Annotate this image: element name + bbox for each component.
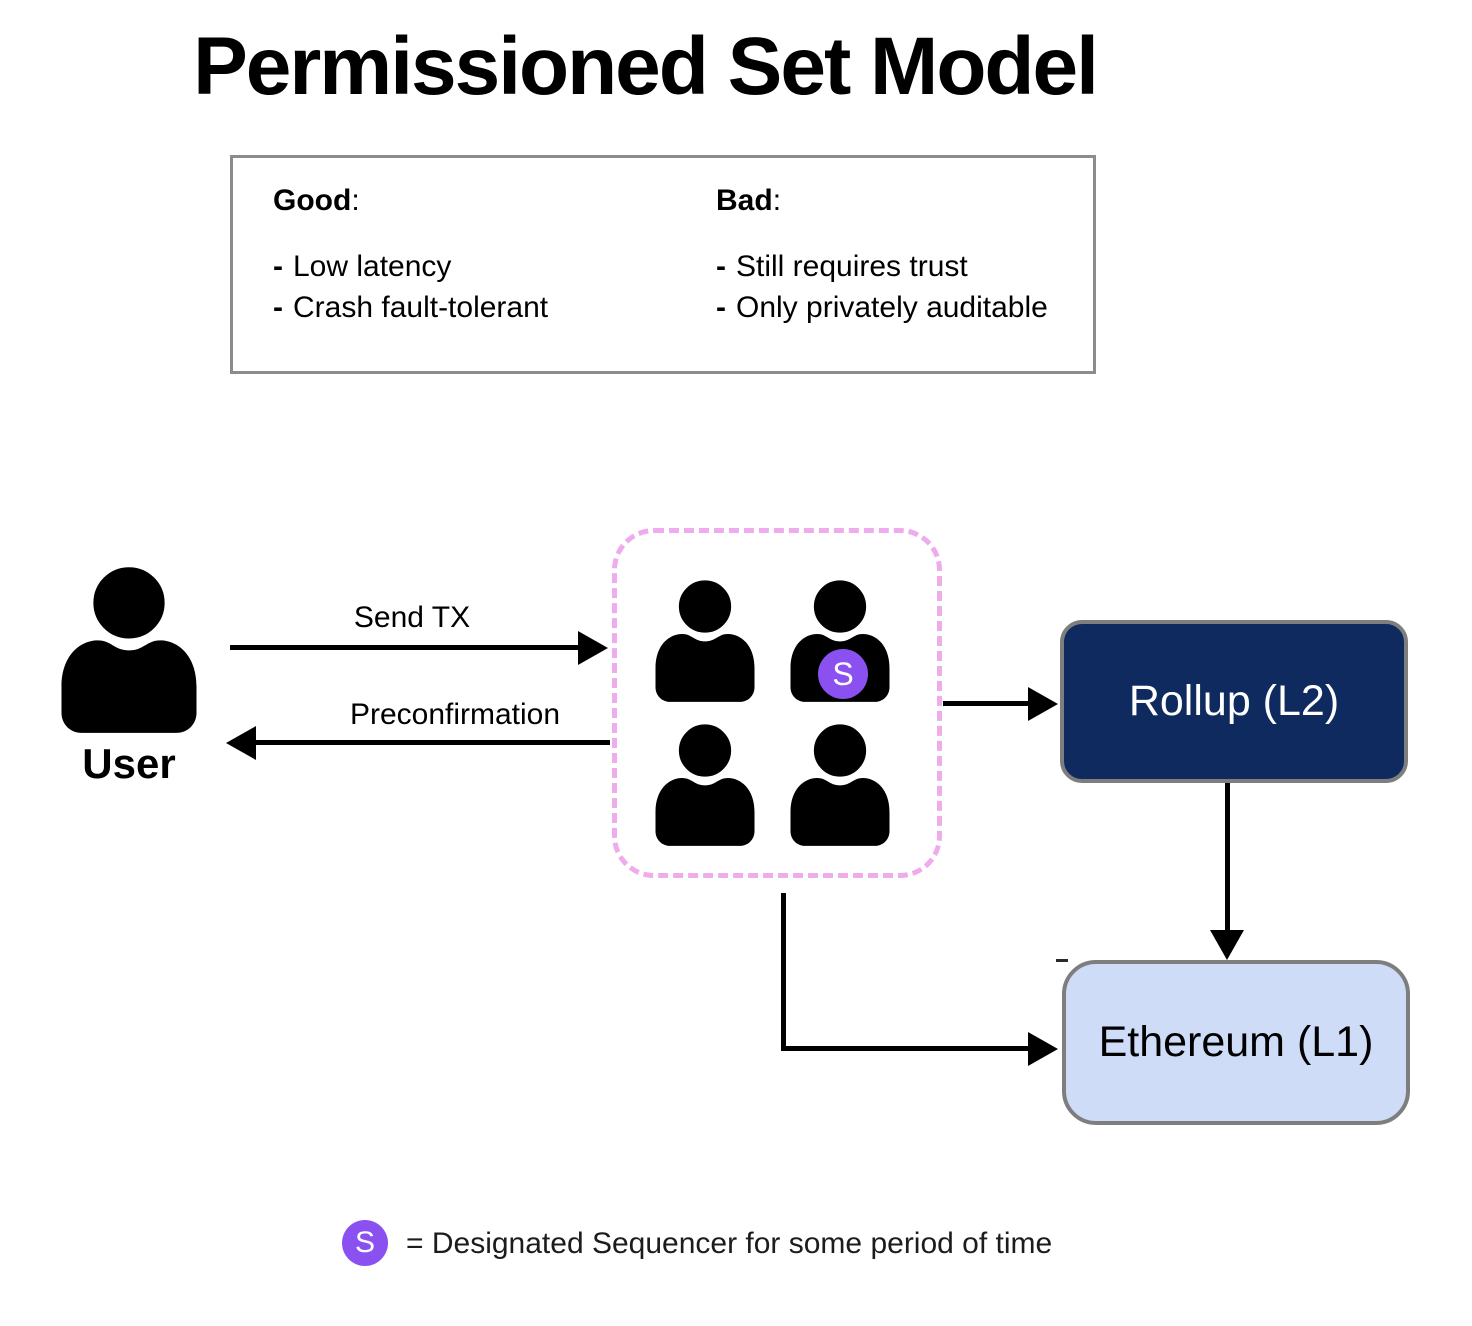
send-tx-arrow-line bbox=[230, 645, 580, 650]
preconfirmation-label: Preconfirmation bbox=[349, 698, 561, 731]
rollup-l2-label: Rollup (L2) bbox=[1128, 677, 1340, 725]
bad-item: -Only privately auditable bbox=[716, 291, 1048, 324]
sequencer-person-icon bbox=[785, 722, 895, 846]
preconfirmation-arrow-line bbox=[254, 740, 610, 745]
bad-item: -Still requires trust bbox=[716, 250, 968, 283]
good-column: Good: -Low latency -Crash fault-tolerant bbox=[273, 184, 548, 328]
good-item: -Crash fault-tolerant bbox=[273, 291, 549, 324]
sequencer-set-box bbox=[612, 528, 942, 878]
set-to-rollup-arrowhead-icon bbox=[1028, 687, 1058, 721]
set-to-ethereum-arrow-vertical bbox=[781, 893, 786, 1051]
rollup-to-ethereum-arrow-line bbox=[1225, 783, 1230, 933]
user-icon bbox=[54, 564, 204, 733]
pros-cons-box: Good: -Low latency -Crash fault-tolerant… bbox=[230, 155, 1096, 374]
legend-text: = Designated Sequencer for some period o… bbox=[406, 1227, 1053, 1260]
user-label: User bbox=[82, 740, 176, 787]
set-to-rollup-arrow-line bbox=[943, 701, 1031, 706]
good-item: -Low latency bbox=[273, 250, 452, 283]
bad-heading: Bad: bbox=[716, 184, 782, 217]
stray-mark bbox=[1056, 959, 1068, 962]
sequencer-person-icon bbox=[650, 578, 760, 702]
designated-sequencer-badge: S bbox=[818, 649, 868, 699]
send-tx-arrowhead-icon bbox=[578, 631, 608, 665]
preconfirmation-arrowhead-icon bbox=[226, 726, 256, 760]
send-tx-label: Send TX bbox=[353, 601, 471, 634]
rollup-to-ethereum-arrowhead-icon bbox=[1210, 930, 1244, 960]
ethereum-l1-label: Ethereum (L1) bbox=[1098, 1018, 1374, 1066]
ethereum-l1-node: Ethereum (L1) bbox=[1062, 960, 1410, 1125]
sequencer-person-icon bbox=[650, 722, 760, 846]
legend-sequencer-badge: S bbox=[342, 1220, 388, 1266]
set-to-ethereum-arrowhead-icon bbox=[1028, 1032, 1058, 1066]
good-heading: Good: bbox=[273, 184, 360, 217]
rollup-l2-node: Rollup (L2) bbox=[1060, 620, 1408, 783]
set-to-ethereum-arrow-horizontal bbox=[781, 1046, 1031, 1051]
page-title: Permissioned Set Model bbox=[193, 21, 1099, 112]
bad-column: Bad: -Still requires trust -Only private… bbox=[716, 184, 1048, 328]
